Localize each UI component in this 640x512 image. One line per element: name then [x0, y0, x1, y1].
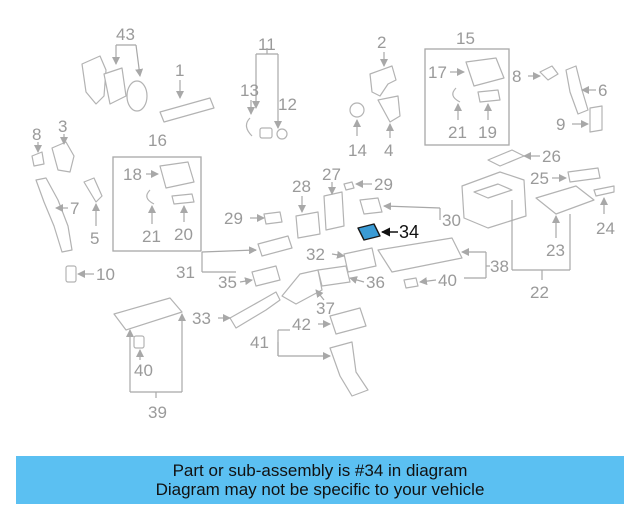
part-15-box[interactable]: 15 17 21 19	[424, 29, 510, 146]
callout-41: 41	[250, 333, 269, 352]
callout-5: 5	[90, 229, 99, 248]
callout-21b: 21	[142, 227, 161, 246]
callout-33: 33	[192, 309, 211, 328]
caption-line-1: Part or sub-assembly is #34 in diagram	[172, 461, 468, 480]
part-27-28-29[interactable]: 28 29 27 29	[224, 165, 393, 239]
callout-39: 39	[148, 403, 167, 422]
callout-16: 16	[148, 131, 167, 150]
callout-10: 10	[96, 265, 115, 284]
part-22-console[interactable]: 22	[461, 171, 571, 302]
part-1[interactable]: 1	[159, 61, 215, 123]
part-43-group[interactable]: 43	[81, 25, 148, 112]
part-23-26[interactable]: 26 25 23 24	[487, 147, 615, 260]
callout-1: 1	[175, 61, 184, 80]
callout-20: 20	[174, 225, 193, 244]
callout-7: 7	[70, 199, 79, 218]
callout-4: 4	[384, 141, 393, 160]
callout-29b: 29	[374, 175, 393, 194]
part-11-group[interactable]: 11 13 12	[240, 35, 297, 140]
callout-21: 21	[448, 123, 467, 142]
callout-35: 35	[218, 273, 237, 292]
callout-8a: 8	[32, 125, 41, 144]
callout-24: 24	[596, 219, 615, 238]
part-2-4-14[interactable]: 2 4 14	[348, 33, 401, 160]
callout-19: 19	[478, 123, 497, 142]
part-30[interactable]: 30	[359, 197, 461, 230]
callout-27: 27	[322, 165, 341, 184]
callout-40a: 40	[134, 361, 153, 380]
callout-28: 28	[292, 177, 311, 196]
callout-43: 43	[116, 25, 135, 44]
callout-23: 23	[546, 241, 565, 260]
part-34-highlight[interactable]: 34	[357, 222, 419, 242]
callout-34: 34	[399, 222, 419, 242]
callout-25: 25	[530, 169, 549, 188]
callout-14: 14	[348, 141, 367, 160]
callout-8: 8	[512, 67, 521, 86]
callout-12: 12	[278, 95, 297, 114]
callout-22: 22	[530, 283, 549, 302]
callout-17: 17	[428, 63, 447, 82]
part-38-40[interactable]: 40 38	[377, 237, 509, 290]
callout-32: 32	[306, 245, 325, 264]
callout-26: 26	[542, 147, 561, 166]
callout-37: 37	[316, 299, 335, 318]
part-6-8-9[interactable]: 8 6 9	[512, 65, 607, 134]
callout-40b: 40	[438, 271, 457, 290]
callout-18: 18	[123, 165, 142, 184]
caption-line-2: Diagram may not be specific to your vehi…	[155, 480, 485, 499]
callout-31: 31	[176, 263, 195, 282]
callout-9: 9	[556, 115, 565, 134]
part-32-36[interactable]: 32 36	[306, 245, 385, 292]
parts-diagram: 43 1 11 13 12 2 4 14 15 17	[31, 25, 615, 422]
callout-38: 38	[490, 257, 509, 276]
callout-42: 42	[292, 315, 311, 334]
callout-13: 13	[240, 81, 259, 100]
part-39-40[interactable]: 40 39	[113, 297, 186, 422]
callout-6: 6	[598, 81, 607, 100]
part-41-42[interactable]: 42 41	[250, 307, 369, 397]
callout-29a: 29	[224, 209, 243, 228]
part-16-box[interactable]: 16 18 21 20	[112, 131, 202, 252]
callout-2: 2	[377, 33, 386, 52]
callout-30: 30	[442, 211, 461, 230]
caption-banner: Part or sub-assembly is #34 in diagram D…	[16, 456, 624, 504]
callout-3: 3	[58, 117, 67, 136]
part-3-5-7-8-10[interactable]: 8 3 7 5 10	[31, 117, 115, 284]
callout-36: 36	[366, 273, 385, 292]
callout-15: 15	[456, 29, 475, 48]
callout-11: 11	[258, 35, 276, 54]
